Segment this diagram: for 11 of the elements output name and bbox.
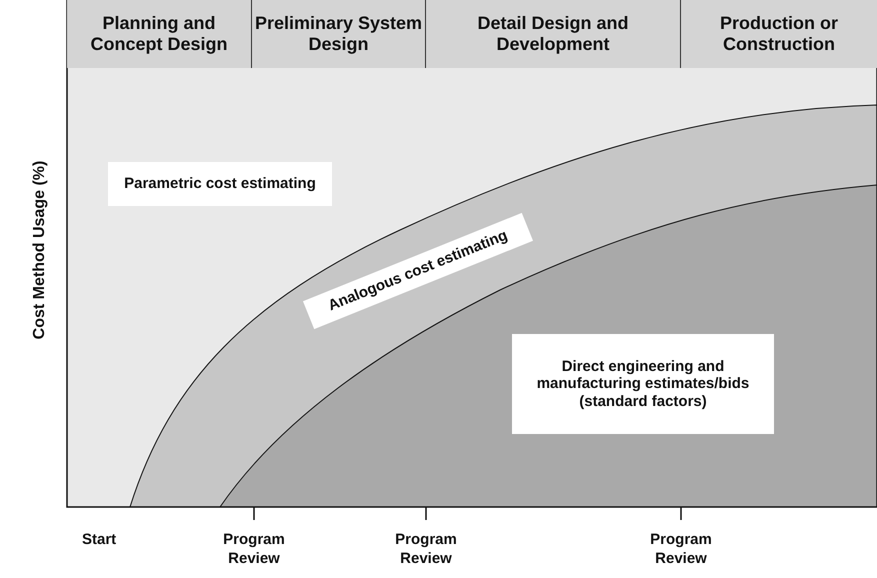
phase-header: Production or Construction (681, 0, 877, 68)
phase-header: Planning and Concept Design (67, 0, 252, 68)
region-label: Parametric cost estimating (108, 162, 332, 206)
axis-label: Start (82, 531, 116, 550)
axis-label: Program Review (394, 531, 458, 568)
phase-header: Detail Design and Development (426, 0, 681, 68)
phase-header: Preliminary System Design (252, 0, 426, 68)
axis-label: Program Review (222, 531, 286, 568)
axis-label: Program Review (649, 531, 713, 568)
axis-title: Cost Method Usage (%) (30, 160, 49, 342)
region-label: Direct engineering and manufacturing estimates/bids (standard factors) (512, 334, 774, 434)
